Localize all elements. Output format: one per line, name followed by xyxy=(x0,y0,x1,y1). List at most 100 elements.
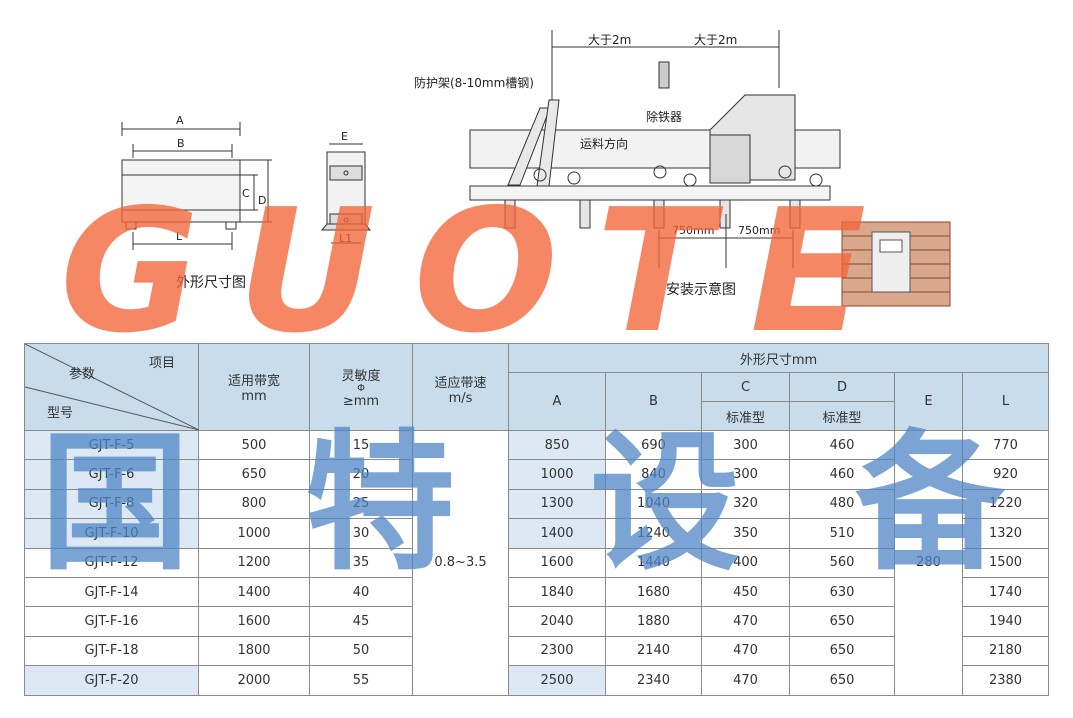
corner-item: 项目 xyxy=(149,356,176,371)
cell-d: 510 xyxy=(789,518,895,549)
cell-beltwidth: 800 xyxy=(198,488,310,520)
cell-a: 1600 xyxy=(508,547,606,578)
header-sensitivity-symbol: Φ xyxy=(357,383,365,394)
cell-c: 470 xyxy=(701,665,790,696)
cell-c: 300 xyxy=(701,429,790,461)
header-outline: 外形尺寸mm xyxy=(507,343,1050,373)
cell-beltwidth: 1200 xyxy=(198,547,310,578)
cell-l: 1220 xyxy=(961,488,1050,520)
dim-a: A xyxy=(176,114,184,127)
cell-d: 480 xyxy=(789,488,895,520)
cell-model: GJT-F-5 xyxy=(24,429,199,461)
cell-sensitivity: 35 xyxy=(309,547,413,578)
cell-b: 1440 xyxy=(605,547,702,578)
cell-model: GJT-F-14 xyxy=(24,576,199,608)
header-e: E xyxy=(894,372,963,431)
technical-drawing xyxy=(121,30,951,307)
distance-right: 大于2m xyxy=(694,33,738,47)
cell-a: 850 xyxy=(508,429,606,461)
cell-sensitivity: 15 xyxy=(309,429,413,461)
separator-label: 除铁器 xyxy=(646,110,683,124)
cell-l: 2380 xyxy=(961,665,1050,696)
header-sensitivity-unit: ≥mm xyxy=(342,394,380,409)
cell-sensitivity: 45 xyxy=(309,606,413,637)
cell-beltwidth: 2000 xyxy=(198,665,310,696)
spacing-right: 750mm xyxy=(738,224,781,237)
cell-sensitivity: 40 xyxy=(309,576,413,608)
header-d: D xyxy=(789,372,895,402)
dim-b: B xyxy=(177,137,185,150)
cell-l: 1940 xyxy=(961,606,1050,637)
cell-l: 1740 xyxy=(961,576,1050,608)
guard-label: 防护架(8-10mm槽钢) xyxy=(414,76,534,90)
dim-l: L xyxy=(176,230,183,243)
header-l: L xyxy=(961,372,1050,431)
header-c: C xyxy=(701,372,790,402)
cell-l: 770 xyxy=(961,429,1050,461)
cell-sensitivity: 50 xyxy=(309,635,413,667)
cell-l: 920 xyxy=(961,459,1050,490)
cell-d: 560 xyxy=(789,547,895,578)
cell-a: 2300 xyxy=(508,635,606,667)
cell-c: 300 xyxy=(701,459,790,490)
cell-b: 840 xyxy=(605,459,702,490)
cell-model: GJT-F-20 xyxy=(24,665,199,696)
cell-sensitivity: 30 xyxy=(309,518,413,549)
cell-model: GJT-F-6 xyxy=(24,459,199,490)
header-sensitivity: 灵敏度 Φ ≥mm xyxy=(309,343,413,431)
spacing-left: 750mm xyxy=(672,224,715,237)
cell-model: GJT-F-10 xyxy=(24,518,199,549)
cell-c: 320 xyxy=(701,488,790,520)
cell-b: 1240 xyxy=(605,518,702,549)
cell-sensitivity: 55 xyxy=(309,665,413,696)
header-d-sub: 标准型 xyxy=(789,401,895,431)
cell-l: 2180 xyxy=(961,635,1050,667)
corner-param: 参数 xyxy=(69,367,96,382)
side-view xyxy=(320,143,372,244)
cell-a: 2040 xyxy=(508,606,606,637)
cell-e: 280 xyxy=(894,430,963,696)
corner-diagonals xyxy=(25,344,199,430)
cell-c: 400 xyxy=(701,547,790,578)
cell-d: 460 xyxy=(789,459,895,490)
cell-sensitivity: 20 xyxy=(309,459,413,490)
spec-table-wrap: 项目 参数 型号 适用带宽 mm 灵敏度 Φ ≥mm 适应带速 m/s 外形尺寸… xyxy=(24,343,1050,696)
install-title: 安装示意图 xyxy=(666,282,736,298)
cell-l: 1320 xyxy=(961,518,1050,549)
cell-beltwidth: 1800 xyxy=(198,635,310,667)
cell-b: 1880 xyxy=(605,606,702,637)
cell-model: GJT-F-16 xyxy=(24,606,199,637)
cell-d: 650 xyxy=(789,635,895,667)
cell-a: 1400 xyxy=(508,518,606,549)
dim-e: E xyxy=(341,130,348,143)
cell-beltwidth: 500 xyxy=(198,429,310,461)
cell-model: GJT-F-12 xyxy=(24,547,199,578)
cell-b: 1680 xyxy=(605,576,702,608)
cell-model: GJT-F-18 xyxy=(24,635,199,667)
cell-a: 1000 xyxy=(508,459,606,490)
header-beltwidth-unit: mm xyxy=(241,389,267,404)
distance-left: 大于2m xyxy=(588,33,632,47)
dim-d: D xyxy=(258,194,267,207)
cell-a: 1840 xyxy=(508,576,606,608)
cell-model: GJT-F-8 xyxy=(24,488,199,520)
cell-d: 650 xyxy=(789,606,895,637)
dim-c: C xyxy=(242,187,250,200)
diagram-area: A B C D L E L1 外形尺寸图 安装示意图 防护架(8-10mm槽钢)… xyxy=(0,0,1073,340)
cell-c: 470 xyxy=(701,606,790,637)
header-speed-label: 适应带速 xyxy=(434,376,487,391)
cell-sensitivity: 25 xyxy=(309,488,413,520)
cell-beltwidth: 1400 xyxy=(198,576,310,608)
dim-l1: L1 xyxy=(339,232,353,245)
spec-table: 项目 参数 型号 适用带宽 mm 灵敏度 Φ ≥mm 适应带速 m/s 外形尺寸… xyxy=(24,343,1050,696)
cell-beltwidth: 1000 xyxy=(198,518,310,549)
install-view xyxy=(469,30,841,268)
outline-title: 外形尺寸图 xyxy=(176,275,246,291)
header-sensitivity-label: 灵敏度 xyxy=(341,369,381,384)
